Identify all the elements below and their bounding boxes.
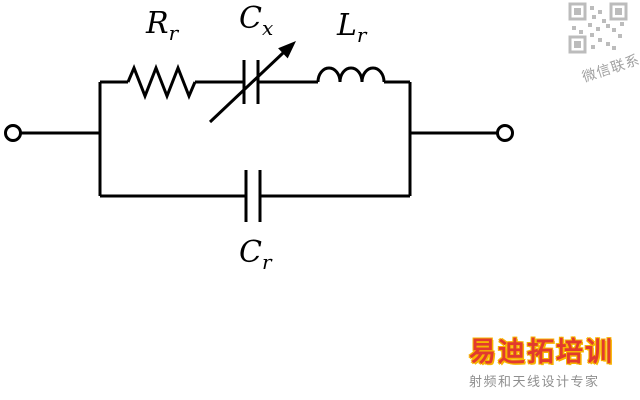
- right-terminal: [496, 124, 514, 142]
- brand-tagline: 射频和天线设计专家: [469, 375, 600, 390]
- qr-caption: 微信联系: [580, 52, 640, 86]
- inductor-label: Lr: [336, 8, 368, 47]
- qr-code-icon: [568, 2, 628, 54]
- shunt-capacitor-label: Cr: [239, 235, 273, 274]
- variable-capacitor-arrow: [208, 41, 296, 124]
- resistor-symbol: [126, 63, 197, 101]
- brand-logo-text: 易迪拓培训: [469, 337, 614, 369]
- resistor-label: Rr: [145, 6, 180, 45]
- brand-watermark: 易迪拓培训 射频和天线设计专家: [469, 338, 614, 390]
- left-terminal: [4, 124, 22, 142]
- variable-capacitor-label: Cx: [239, 1, 273, 40]
- inductor-symbol: [316, 66, 386, 83]
